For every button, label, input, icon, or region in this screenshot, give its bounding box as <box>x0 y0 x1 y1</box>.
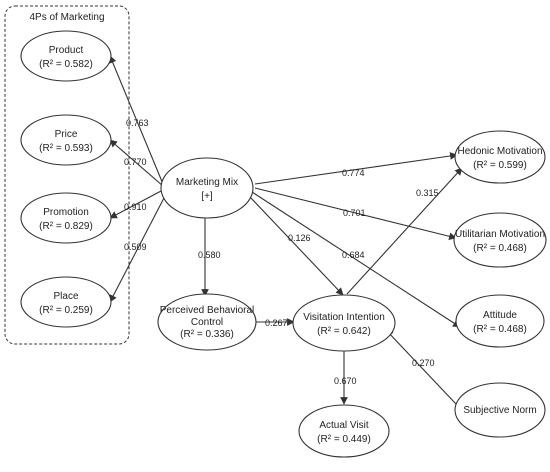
product-name: Product <box>49 45 84 56</box>
edge-label-pbc-intention: 0.267 <box>265 318 288 328</box>
edge-mix-hedonic <box>254 152 458 185</box>
edge-mix-utilitarian <box>254 187 457 241</box>
edge-mix-promotion <box>109 189 164 219</box>
marketing-mix-name: Marketing Mix <box>176 177 238 188</box>
4ps-group-box <box>4 5 130 345</box>
price-r2: (R² = 0.593) <box>39 143 93 154</box>
subjective-norm-name: Subjective Norm <box>463 405 536 416</box>
node-attitude[interactable] <box>455 294 545 348</box>
edge-mix-intention <box>249 196 344 296</box>
product-r2: (R² = 0.582) <box>39 59 93 70</box>
edge-label-mix-product: 0.763 <box>126 118 149 128</box>
promotion-r2: (R² = 0.829) <box>39 221 93 232</box>
hedonic-motivation-r2: (R² = 0.599) <box>473 160 527 171</box>
node-product[interactable] <box>20 30 112 82</box>
actual-visit-r2: (R² = 0.449) <box>317 434 371 445</box>
marketing-mix-expand[interactable]: [+] <box>201 191 213 202</box>
node-hedonic-motivation[interactable] <box>454 130 546 184</box>
edge-label-mix-utilitarian: 0.701 <box>343 208 366 218</box>
node-promotion[interactable] <box>20 192 112 244</box>
node-utilitarian-motivation[interactable] <box>453 212 547 268</box>
edge-label-mix-place: 0.509 <box>124 242 147 252</box>
price-name: Price <box>55 129 78 140</box>
node-perceived-behavioral-control[interactable] <box>157 293 257 351</box>
edge-label-mix-attitude: 0.684 <box>342 250 365 260</box>
attitude-r2: (R² = 0.468) <box>473 324 527 335</box>
pbc-name: Perceived Behavioral <box>160 305 255 316</box>
edge-attitude-hedonic <box>346 167 463 295</box>
visitation-intention-name: Visitation Intention <box>303 312 385 323</box>
utilitarian-motivation-r2: (R² = 0.468) <box>473 243 527 254</box>
nodes <box>20 30 547 458</box>
edge-label-mix-pbc: 0.580 <box>198 250 221 260</box>
pbc-r2: (R² = 0.336) <box>180 329 234 340</box>
node-price[interactable] <box>20 114 112 166</box>
visitation-intention-r2: (R² = 0.642) <box>317 326 371 337</box>
edge-mix-product <box>109 55 164 185</box>
edge-labels: 0.763 0.770 0.910 0.509 0.580 0.774 0.70… <box>124 118 439 386</box>
edge-label-subjective-intention: 0.270 <box>412 358 435 368</box>
node-visitation-intention[interactable] <box>292 294 396 352</box>
node-labels: Product (R² = 0.582) Price (R² = 0.593) … <box>39 45 545 445</box>
edges <box>109 55 463 405</box>
actual-visit-name: Actual Visit <box>319 420 369 431</box>
edge-mix-attitude <box>251 191 461 328</box>
promotion-name: Promotion <box>43 207 89 218</box>
node-actual-visit[interactable] <box>298 404 390 458</box>
edge-label-attitude-hedonic: 0.315 <box>416 188 439 198</box>
edge-mix-place <box>109 195 166 303</box>
attitude-name: Attitude <box>483 310 517 321</box>
edge-label-mix-price: 0.770 <box>124 157 147 167</box>
edge-label-intention-visit: 0.670 <box>334 376 357 386</box>
hedonic-motivation-name: Hedonic Motivation <box>457 146 542 157</box>
edge-mix-price <box>109 139 164 187</box>
place-r2: (R² = 0.259) <box>39 305 93 316</box>
pbc-name-line2: Control <box>191 317 223 328</box>
node-marketing-mix[interactable] <box>160 157 254 219</box>
utilitarian-motivation-name: Utilitarian Motivation <box>455 229 545 240</box>
edge-subjective-intention <box>385 329 457 405</box>
4ps-group-title: 4Ps of Marketing <box>29 12 104 23</box>
edge-label-mix-promotion: 0.910 <box>124 202 147 212</box>
place-name: Place <box>53 291 78 302</box>
node-subjective-norm[interactable] <box>454 382 546 438</box>
node-place[interactable] <box>20 276 112 328</box>
edge-label-mix-intention: 0.126 <box>288 233 311 243</box>
edge-label-mix-hedonic: 0.774 <box>342 168 365 178</box>
